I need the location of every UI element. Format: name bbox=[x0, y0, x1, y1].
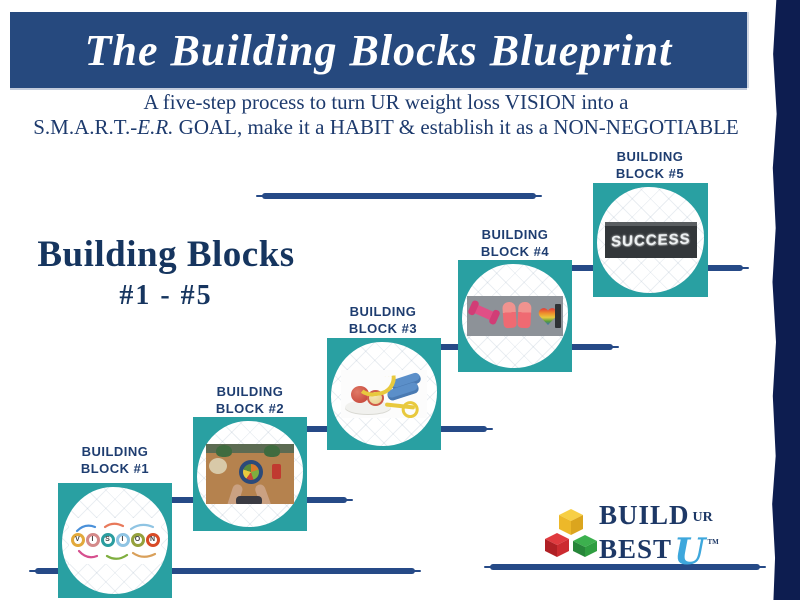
side-heading: Building Blocks #1 - #5 bbox=[20, 233, 312, 312]
block-4-label-line2: BLOCK #4 bbox=[480, 243, 550, 259]
vision-letter: O bbox=[130, 532, 145, 547]
step-line-5 bbox=[256, 193, 542, 199]
block-5-success-photo: SUCCESS bbox=[604, 222, 697, 258]
subtitle: A five-step process to turn UR weight lo… bbox=[0, 90, 772, 140]
block-3-label-line1: BUILDING bbox=[349, 304, 417, 319]
subtitle-line2-em: E.R. bbox=[137, 115, 174, 139]
side-heading-line2: #1 - #5 bbox=[119, 280, 213, 311]
logo-build: BUILD bbox=[599, 500, 690, 530]
block-3-fruit-dumbbells-photo bbox=[341, 370, 427, 418]
cut-apple bbox=[367, 390, 384, 406]
black-sign bbox=[555, 304, 561, 328]
salad-bowl bbox=[239, 460, 263, 484]
red-drink-glass bbox=[272, 464, 281, 479]
plant-left bbox=[216, 445, 232, 457]
cubes-logo-icon bbox=[545, 509, 597, 557]
block-2-tile bbox=[193, 417, 307, 531]
block-5-scribble-circle: SUCCESS bbox=[597, 187, 704, 293]
vision-letter: V bbox=[70, 532, 85, 547]
fruit-heart bbox=[538, 308, 558, 325]
vision-arrows bbox=[75, 522, 157, 560]
logo-tm: TM bbox=[707, 538, 719, 546]
plant-right bbox=[264, 445, 280, 457]
logo-row2: BESTUTM bbox=[599, 530, 719, 570]
block-2-label-line1: BUILDING bbox=[216, 384, 284, 399]
block-5-label-line1: BUILDING bbox=[616, 149, 684, 164]
subtitle-line2-pre: S.M.A.R.T.- bbox=[33, 115, 138, 139]
slide-title: The Building Blocks Blueprint bbox=[84, 25, 673, 75]
shirt bbox=[236, 496, 262, 504]
block-5-tile: SUCCESS bbox=[593, 183, 708, 297]
block-3-label-line2: BLOCK #3 bbox=[348, 320, 418, 336]
vision-letter: S bbox=[100, 532, 115, 547]
logo-script-u: U bbox=[674, 531, 707, 573]
success-chalk-text: SUCCESS bbox=[610, 230, 691, 250]
pink-sneaker-right bbox=[517, 301, 532, 329]
vision-letter: I bbox=[115, 532, 130, 547]
logo-best: BEST bbox=[599, 534, 673, 564]
side-heading-line1: Building Blocks bbox=[37, 234, 295, 275]
block-4-workout-photo bbox=[467, 296, 563, 336]
subtitle-line1: A five-step process to turn UR weight lo… bbox=[143, 90, 629, 114]
vision-letter: I bbox=[85, 532, 100, 547]
pink-dumbbell bbox=[470, 303, 498, 322]
block-4-tile bbox=[458, 260, 572, 372]
title-bar: The Building Blocks Blueprint bbox=[10, 12, 747, 88]
block-3-tile bbox=[327, 338, 441, 450]
salad bbox=[243, 464, 259, 480]
pink-sneaker-left bbox=[502, 301, 517, 329]
base-line-left bbox=[29, 568, 421, 574]
subtitle-line2-post: GOAL, make it a HABIT & establish it as … bbox=[173, 115, 739, 139]
red-apple bbox=[351, 386, 369, 403]
base-line-right bbox=[484, 564, 766, 570]
right-border-brush bbox=[772, 0, 800, 600]
vision-letter: N bbox=[145, 532, 160, 547]
block-4-scribble-circle bbox=[462, 264, 568, 368]
block-1-label-line2: BLOCK #1 bbox=[80, 460, 150, 476]
block-5-label-line2: BLOCK #5 bbox=[615, 165, 685, 181]
block-2-label-line2: BLOCK #2 bbox=[215, 400, 285, 416]
block-2-meal-photo bbox=[206, 444, 294, 504]
block-1-label-line1: BUILDING bbox=[81, 444, 149, 459]
block-2-scribble-circle bbox=[197, 421, 303, 527]
straw-hat bbox=[209, 458, 227, 474]
logo-ur: UR bbox=[692, 510, 713, 525]
block-3-scribble-circle bbox=[331, 342, 437, 446]
block-4-label-line1: BUILDING bbox=[481, 227, 549, 242]
